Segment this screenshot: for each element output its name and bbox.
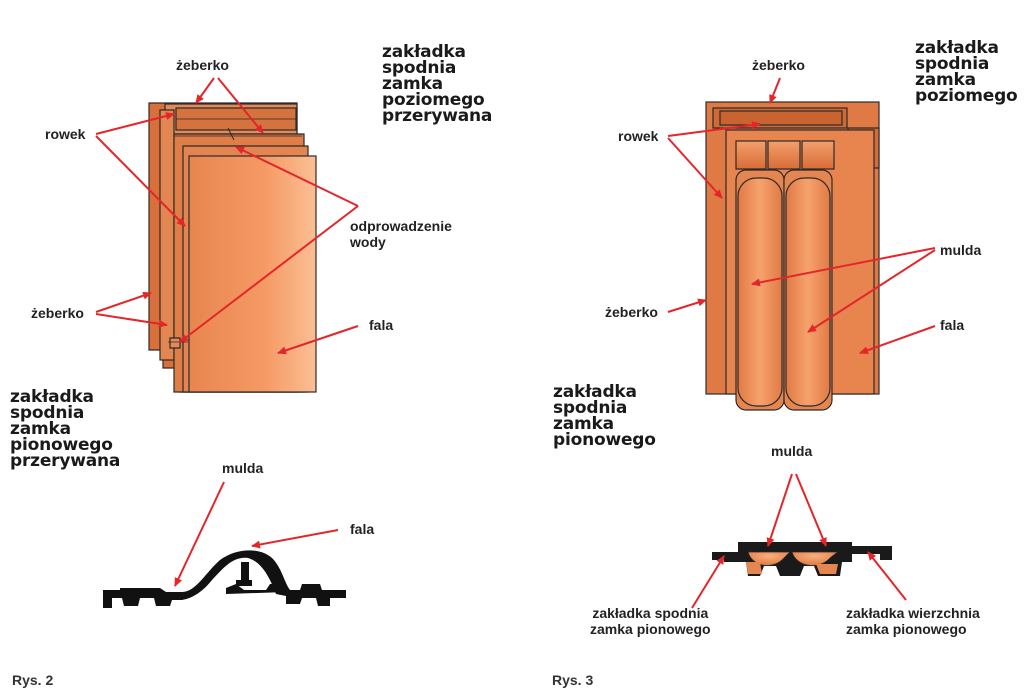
fig2-horizontal-lap-title: zakładka spodnia zamka poziomego przeryw…	[382, 42, 493, 126]
fig2-profile	[103, 550, 346, 608]
fig2-vertical-lap-title: zakładka spodnia zamka pionowego przeryw…	[10, 387, 121, 471]
fig3-label-mulda: mulda	[940, 242, 982, 258]
fig3-tile	[705, 101, 880, 411]
fig3-lower-lap-line2: zamka pionowego	[590, 621, 711, 637]
fig2-label-zeberko-top: żeberko	[176, 57, 229, 73]
fig3-caption: Rys. 3	[552, 672, 594, 688]
arrows	[95, 77, 936, 609]
fig3-label-zeberko-left: żeberko	[605, 304, 658, 320]
fig3-label-zeberko-top: żeberko	[752, 57, 805, 73]
fig2-vlap-line3: zamka	[10, 419, 71, 439]
fig2-hlap-line4: poziomego	[382, 90, 485, 110]
fig3-hlap-line2: spodnia	[915, 54, 990, 74]
fig3-lower-lap-line1: zakładka spodnia	[592, 605, 709, 621]
fig3-hlap-line3: zamka	[915, 70, 976, 90]
fig3-label-rowek: rowek	[618, 128, 659, 144]
fig3-label-lower-lap: zakładka spodnia zamka pionowego	[590, 605, 711, 637]
fig2-hlap-line3: zamka	[382, 74, 443, 94]
fig3-profile	[712, 542, 892, 576]
fig3-vlap-line3: zamka	[553, 414, 614, 434]
fig3-hlap-line1: zakładka	[915, 38, 999, 58]
fig3-vlap-line2: spodnia	[553, 398, 628, 418]
fig2-label-fala-profile: fala	[350, 521, 375, 537]
fig3-vlap-line4: pionowego	[553, 430, 656, 450]
fig3-vlap-line1: zakładka	[553, 382, 637, 402]
fig3-label-upper-lap: zakładka wierzchnia zamka pionowego	[846, 605, 980, 637]
fig2-label-odprowadzenie: odprowadzenie wody	[350, 218, 452, 250]
fig3-hlap-line4: poziomego	[915, 86, 1018, 106]
fig2-label-mulda: mulda	[222, 460, 264, 476]
fig2-vlap-line1: zakładka	[10, 387, 94, 407]
fig3-upper-lap-line1: zakładka wierzchnia	[846, 605, 980, 621]
fig3-horizontal-lap-title: zakładka spodnia zamka poziomego	[915, 38, 1018, 106]
fig2-hlap-line2: spodnia	[382, 58, 457, 78]
fig2-label-fala: fala	[369, 317, 394, 333]
fig2-vlap-line5: przerywana	[10, 451, 121, 471]
fig3-upper-lap-line2: zamka pionowego	[846, 621, 967, 637]
fig3-vertical-lap-title: zakładka spodnia zamka pionowego	[553, 382, 656, 450]
fig3-label-mulda-profile: mulda	[771, 443, 813, 459]
fig2-hlap-line1: zakładka	[382, 42, 466, 62]
fig3-label-fala: fala	[940, 317, 965, 333]
fig2-odprowadzenie-line2: wody	[350, 234, 386, 250]
fig2-vlap-line2: spodnia	[10, 403, 85, 423]
fig2-label-zeberko-left: żeberko	[31, 305, 84, 321]
fig2-tile	[148, 102, 317, 393]
fig2-vlap-line4: pionowego	[10, 435, 113, 455]
fig2-label-rowek: rowek	[45, 126, 86, 142]
fig2-odprowadzenie-line1: odprowadzenie	[350, 218, 452, 234]
fig2-hlap-line5: przerywana	[382, 106, 493, 126]
fig2-caption: Rys. 2	[12, 672, 54, 688]
